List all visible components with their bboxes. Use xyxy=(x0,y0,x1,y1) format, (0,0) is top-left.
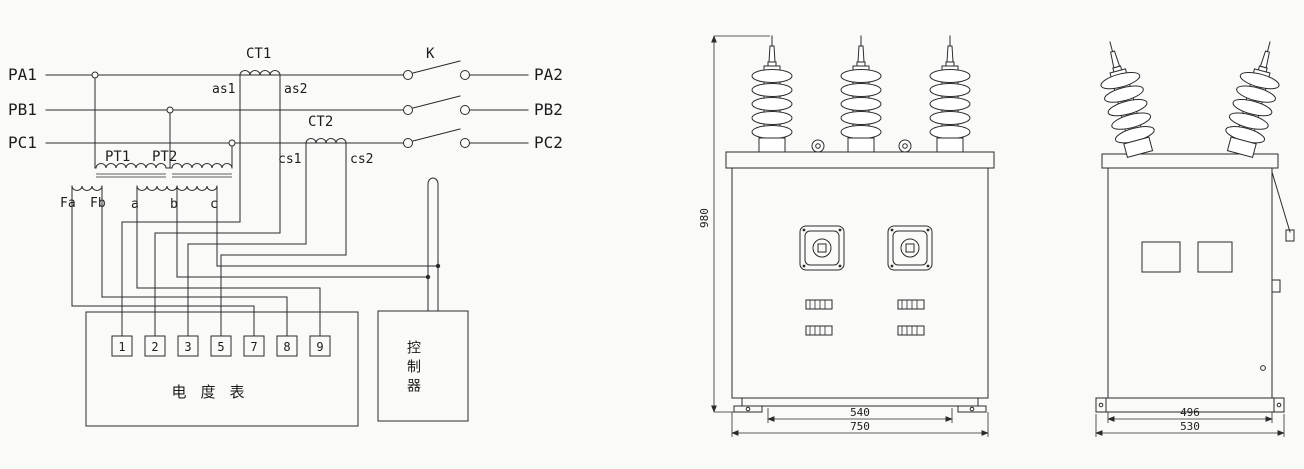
dimension-980: 980 xyxy=(698,35,770,413)
base-frame-side xyxy=(1095,397,1285,413)
side-wall-fittings xyxy=(1260,171,1295,371)
terminal-strips xyxy=(805,299,925,336)
label-pb1: PB1 xyxy=(8,100,37,119)
switch-k-label: K xyxy=(426,46,435,62)
meter-label: 电度表 xyxy=(171,384,258,401)
ct2-label: CT2 xyxy=(308,114,333,130)
pt-secondary-label-b: b xyxy=(170,197,178,212)
bushing-side-right xyxy=(1220,36,1290,160)
pt-windings xyxy=(71,163,233,191)
tank-lid xyxy=(725,151,995,169)
bushing-c xyxy=(929,35,971,153)
ct1-secondary-label-as1: as1 xyxy=(212,82,235,97)
meter-terminal-box xyxy=(309,335,331,357)
label-pc1: PC1 xyxy=(8,133,37,152)
label-pc2: PC2 xyxy=(534,133,563,152)
bushing-a xyxy=(751,35,793,153)
phase-lines xyxy=(45,74,529,144)
label-pa1: PA1 xyxy=(8,65,37,84)
dim-496-value: 496 xyxy=(1180,406,1200,419)
secondary-wiring xyxy=(71,74,441,337)
dimension-496: 496 xyxy=(1107,406,1273,423)
ct2-secondary-label-cs1: cs1 xyxy=(278,152,301,167)
meter-terminal-box xyxy=(210,335,232,357)
bushing-side-left xyxy=(1090,36,1160,160)
meter-terminal-label: 7 xyxy=(250,340,257,354)
dim-980-value: 980 xyxy=(698,208,711,228)
side-view: 496 530 xyxy=(1090,36,1295,437)
meter-terminal-label: 8 xyxy=(283,340,290,354)
meter-terminal-box xyxy=(177,335,199,357)
pt2-label: PT2 xyxy=(152,149,177,165)
bushing-b xyxy=(840,35,882,153)
ct2-symbol xyxy=(305,138,347,144)
dimension-750: 750 xyxy=(731,412,989,437)
dim-750-value: 750 xyxy=(850,420,870,433)
dim-540-value: 540 xyxy=(850,406,870,419)
meter-terminal-label: 5 xyxy=(217,340,224,354)
tank-body-side xyxy=(1107,167,1273,399)
base-frame xyxy=(733,397,987,413)
pt-secondary-label-fa: Fa xyxy=(60,196,76,211)
pt-tap-feeds xyxy=(91,71,236,169)
front-view: 540 750 980 xyxy=(698,35,995,437)
label-pa2: PA2 xyxy=(534,65,563,84)
controller-label: 控制器 xyxy=(406,340,422,397)
label-pb2: PB2 xyxy=(534,100,563,119)
dim-530-value: 530 xyxy=(1180,420,1200,433)
meter-terminal-box xyxy=(243,335,265,357)
ct1-label: CT1 xyxy=(246,46,271,62)
controller-box: 控制器 xyxy=(377,310,469,422)
tank-body xyxy=(731,167,989,399)
dimension-540: 540 xyxy=(767,406,953,423)
meter-terminal-label: 9 xyxy=(316,340,323,354)
secondary-terminal-cover-left xyxy=(799,225,845,271)
pt1-label: PT1 xyxy=(105,149,130,165)
pt-secondary-label-a: a xyxy=(131,197,139,212)
lifting-lugs xyxy=(811,139,912,153)
ct1-symbol xyxy=(239,70,281,76)
switch-k xyxy=(403,60,470,148)
meter-terminal-label: 3 xyxy=(184,340,191,354)
meter-terminal-label: 1 xyxy=(118,340,125,354)
energy-meter-box: 1 2 3 5 7 8 9 电度表 xyxy=(85,311,359,427)
side-boxes xyxy=(1141,241,1233,273)
meter-terminal-box xyxy=(111,335,133,357)
pt-secondary-label-fb: Fb xyxy=(90,196,106,211)
ct2-secondary-label-cs2: cs2 xyxy=(350,152,373,167)
meter-terminal-box xyxy=(276,335,298,357)
meter-terminal-box xyxy=(144,335,166,357)
wiring-schematic: PA1 PB1 PC1 PA2 PB2 PC2 CT1 as1 as2 CT2 … xyxy=(8,46,563,427)
controller-feeder-loop xyxy=(427,177,439,312)
meter-terminal-label: 2 xyxy=(151,340,158,354)
dimension-530: 530 xyxy=(1095,414,1285,437)
ct1-secondary-label-as2: as2 xyxy=(284,82,307,97)
secondary-terminal-cover-right xyxy=(887,225,933,271)
pt-secondary-label-c: c xyxy=(210,197,218,212)
